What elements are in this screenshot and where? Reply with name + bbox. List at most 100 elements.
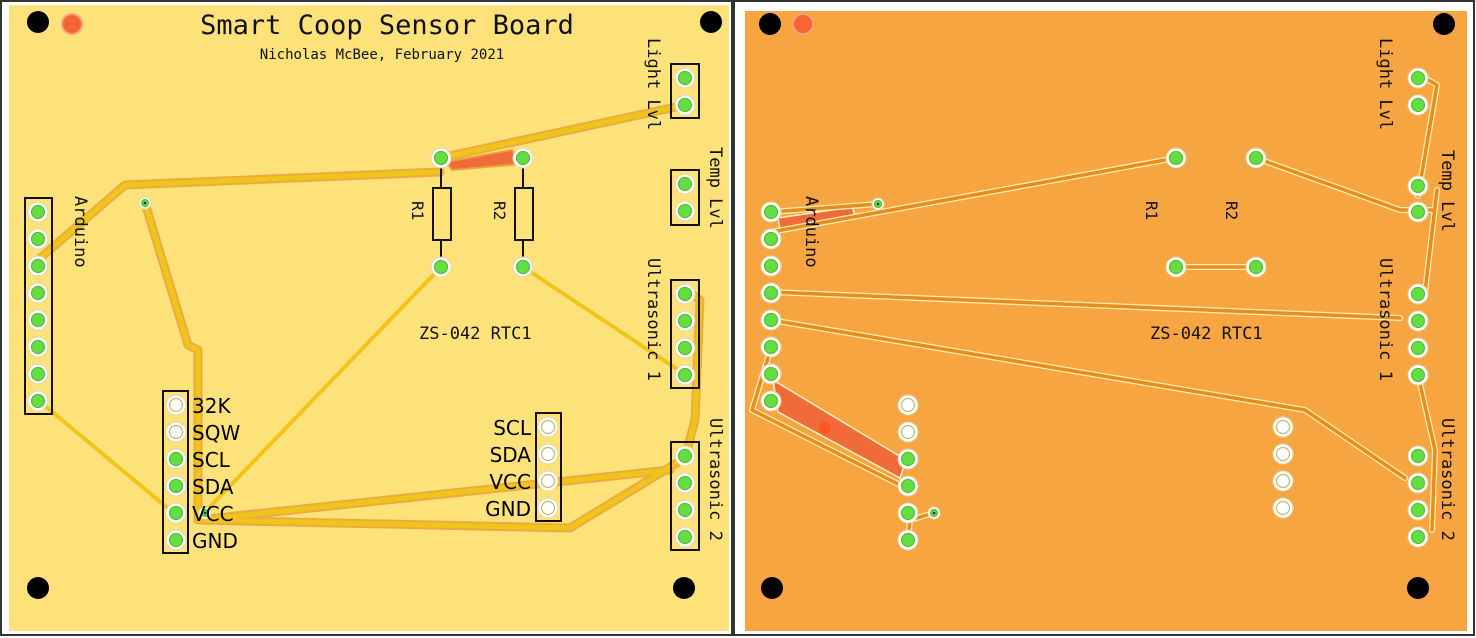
bottom-label-r2: R2 [1222,201,1241,220]
rtc-right-pin-labels: SCL SDA VCC GND [485,416,532,521]
rtc-pin-scl: SCL [192,448,231,472]
top-fiducial [61,13,83,35]
bottom-temp-pad-1 [1407,175,1429,197]
ultrasonic1-pad-2 [674,310,696,332]
bottom-mount-hole-top-right [1433,13,1455,35]
light-pad-1 [674,67,696,89]
arduino-pad-7 [27,363,49,385]
bottom-rtc-left-pad-6 [897,529,919,551]
bottom-ultrasonic2-pad-4 [1407,526,1429,548]
board-title: Smart Coop Sensor Board [200,10,574,41]
top-view-panel: Smart Coop Sensor Board Nicholas McBee, … [0,0,733,636]
bottom-label-rtc: ZS-042 RTC1 [1150,324,1263,344]
bottom-rtc-right-pad-3 [1272,470,1294,492]
mount-hole-top-left [27,11,49,33]
bottom-ultrasonic1-pad-2 [1407,310,1429,332]
arduino-pad-8 [27,390,49,412]
bottom-r1-pad-bottom [1165,256,1187,278]
label-r1: R1 [408,201,427,220]
label-r2: R2 [490,201,509,220]
rtc-right-pin-scl: SCL [493,416,532,440]
rtc-right-pin-vcc: VCC [489,470,531,494]
bottom-arduino-pad-3 [760,255,782,277]
rtc-pin-sqw: SQW [192,421,240,445]
bottom-ultrasonic2-pad-1 [1407,445,1429,467]
mount-hole-bottom-right [673,577,695,599]
label-temp-lvl: Temp Lvl [705,147,725,229]
bottom-rtc-left-pad-2 [897,421,919,443]
header-outline-rtc-right [535,412,562,522]
arduino-pad-6 [27,336,49,358]
top-trace-light [437,102,688,161]
ultrasonic2-pad-1 [674,445,696,467]
bottom-rtc-left-pad-5 [897,502,919,524]
r2-pad-bottom [512,256,534,278]
top-trace-arduino-r1 [35,169,443,263]
label-rtc: ZS-042 RTC1 [419,324,532,344]
r1-pad-top [430,147,452,169]
top-trace-cores [35,102,703,531]
bottom-board-surface [745,11,1467,631]
bottom-label-arduino: Arduino [801,196,821,268]
bottom-r2-pad-top [1245,147,1267,169]
bottom-ultrasonic1-pad-4 [1407,364,1429,386]
rtc-left-pad-1 [165,394,187,416]
rtc-right-pad-2 [537,443,559,465]
label-ultrasonic-2: Ultrasonic 2 [705,418,725,541]
rtc-right-pin-sda: SDA [490,443,532,467]
arduino-pad-5 [27,309,49,331]
rtc-left-pin-labels: 32K SQW SCL SDA VCC GND [192,394,240,553]
board-author: Nicholas McBee, February 2021 [260,47,504,63]
bottom-light-pad-1 [1407,67,1429,89]
header-outline-ultrasonic2 [670,441,700,551]
top-pads [27,67,696,551]
header-outline-temp [670,169,700,226]
ultrasonic1-pad-1 [674,283,696,305]
ultrasonic1-pad-4 [674,364,696,386]
rtc-left-pad-3 [165,448,187,470]
rtc-right-pad-4 [537,497,559,519]
ultrasonic1-pad-3 [674,337,696,359]
bottom-rtc-left-pad-3 [897,448,919,470]
via-top-1 [138,196,152,210]
rtc-right-pin-gnd: GND [485,497,531,521]
rtc-left-pad-2 [165,421,187,443]
rtc-left-pad-6 [165,529,187,551]
bottom-fiducial [792,13,814,35]
rtc-pin-sda: SDA [192,475,234,499]
bottom-arduino-pad-8 [760,390,782,412]
bottom-light-pad-2 [1407,94,1429,116]
rtc-right-pad-1 [537,416,559,438]
bottom-temp-pad-2 [1407,201,1429,223]
bottom-arduino-pad-7 [760,363,782,385]
bottom-mount-holes [759,13,1455,599]
mount-hole-bottom-left [27,577,49,599]
label-light-lvl: Light Lvl [643,38,663,130]
rtc-pin-32k: 32K [192,394,231,418]
bottom-ultrasonic1-pad-1 [1407,283,1429,305]
top-mount-holes [27,11,722,599]
top-trace-arduino-ultrasonic2 [142,200,673,523]
bottom-rtc-right-pad-4 [1272,497,1294,519]
bottom-arduino-pad-6 [760,336,782,358]
bottom-mount-hole-bottom-right [1407,577,1429,599]
bottom-trace-cores [750,72,1439,542]
arduino-pad-4 [27,282,49,304]
top-board-surface [9,5,729,631]
ultrasonic2-pad-3 [674,499,696,521]
bottom-mount-hole-top-left [759,13,781,35]
bottom-via-2 [927,506,941,520]
light-pad-2 [674,94,696,116]
bottom-r2-pad-bottom [1245,256,1267,278]
r1-pad-bottom [430,256,452,278]
ultrasonic2-pad-4 [674,526,696,548]
bottom-rtc-right-pad-2 [1272,443,1294,465]
rtc-pin-gnd: GND [192,529,238,553]
mount-hole-top-right [700,11,722,33]
bottom-arduino-pad-4 [760,282,782,304]
arduino-pad-3 [27,255,49,277]
bottom-pour-dot [819,422,831,434]
ultrasonic2-pad-2 [674,472,696,494]
